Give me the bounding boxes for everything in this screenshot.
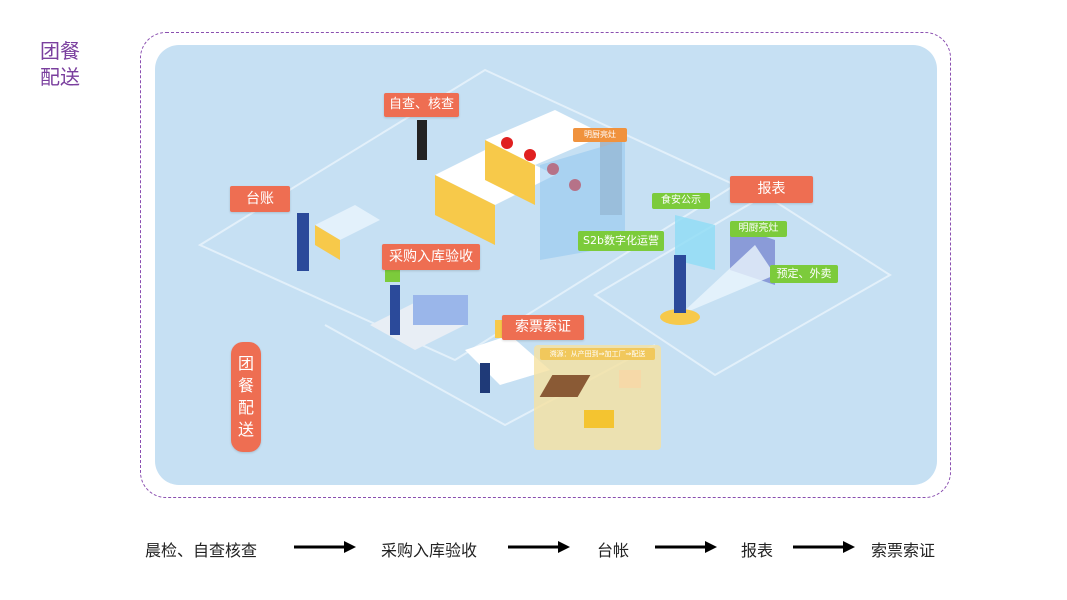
label-ticket: 索票索证 [502,315,584,340]
delivery-truck-icon [584,410,614,428]
arrow-right-icon [294,541,356,553]
flow-step-5: 索票索证 [871,541,936,560]
isometric-scene [197,68,892,427]
label-self-check: 自查、核查 [384,93,459,117]
purchase-illustration [370,270,468,350]
flow-step-1: 晨检、自查核查 [145,541,258,560]
tag-open-kitchen-green: 明厨亮灶 [730,221,787,237]
tag-order-delivery: 预定、外卖 [770,265,838,283]
kitchen-illustration [417,110,625,260]
tag-s2b: S2b数字化运营 [578,231,664,251]
tag-food-safety: 食安公示 [652,193,710,209]
page-title: 团餐 配送 [40,39,80,89]
label-report: 报表 [730,176,813,203]
trace-panel-header: 溯源：从产田到⇒加工厂⇒配送 [540,348,655,360]
factory-icon [619,370,641,388]
label-purchase: 采购入库验收 [382,244,480,270]
flow-step-2: 采购入库验收 [381,541,478,560]
flow-step-4: 报表 [741,541,774,560]
label-group-meal-vertical: 团 餐 配 送 [231,342,261,452]
arrow-right-icon [508,541,570,553]
dashed-frame [140,32,951,498]
arrow-right-icon [655,541,717,553]
arrow-right-icon [793,541,855,553]
tag-open-kitchen-orange: 明厨亮灶 [573,128,627,142]
label-ledger: 台账 [230,186,290,212]
trace-panel: 溯源：从产田到⇒加工厂⇒配送 [534,345,661,450]
report-illustration [660,215,775,325]
flow-step-3: 台帐 [597,541,630,560]
ledger-illustration [297,205,380,271]
farm-field-icon [539,375,591,397]
